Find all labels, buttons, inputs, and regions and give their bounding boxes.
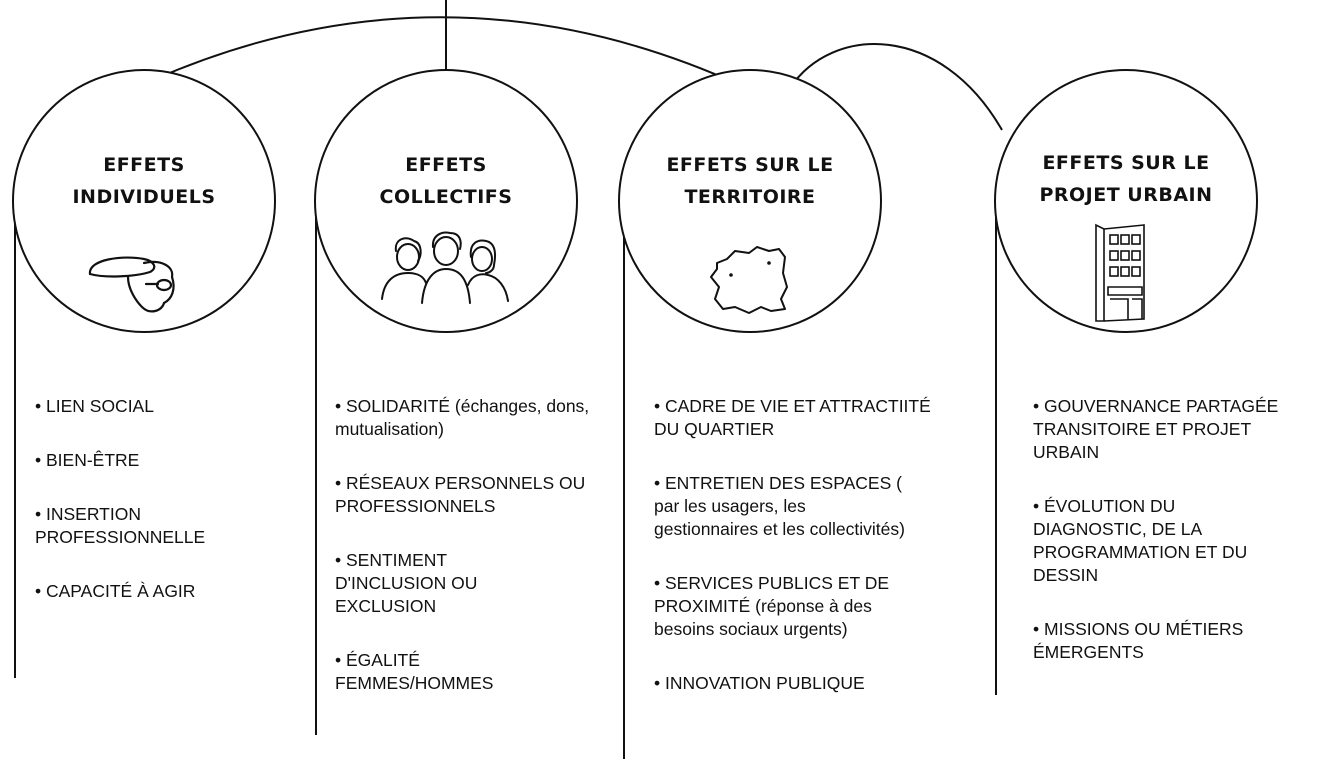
circle-effets-territoire: EFFETS SUR LE TERRITOIRE bbox=[618, 69, 882, 333]
list-item: LIEN SOCIAL bbox=[35, 395, 295, 418]
title-line-1: EFFETS bbox=[103, 154, 185, 176]
list-effets-territoire: CADRE DE VIE ET ATTRACTIITÉ DU QUARTIER … bbox=[654, 395, 944, 726]
circle-title: EFFETS SUR LE PROJET URBAIN bbox=[996, 147, 1256, 211]
list-item: SERVICES PUBLICS ET DE PROXIMITÉ (répons… bbox=[654, 572, 929, 641]
list-effets-collectifs: SOLIDARITÉ (échanges, dons, mutualisatio… bbox=[335, 395, 603, 726]
circle-effets-projet-urbain: EFFETS SUR LE PROJET URBAIN bbox=[994, 69, 1258, 333]
list-item: INSERTION PROFESSIONNELLE bbox=[35, 503, 235, 549]
list-item: ÉGALITÉ FEMMES/HOMMES bbox=[335, 649, 535, 695]
title-line-2: TERRITOIRE bbox=[684, 186, 816, 208]
list-item: BIEN-ÊTRE bbox=[35, 449, 295, 472]
circle-effets-collectifs: EFFETS COLLECTIFS bbox=[314, 69, 578, 333]
circle-effets-individuels: EFFETS INDIVIDUELS bbox=[12, 69, 276, 333]
title-line-2: COLLECTIFS bbox=[379, 186, 513, 208]
person-with-cap-icon bbox=[88, 256, 175, 313]
title-line-2: INDIVIDUELS bbox=[72, 186, 216, 208]
list-item: ÉVOLUTION DU DIAGNOSTIC, DE LA PROGRAMMA… bbox=[1033, 495, 1248, 587]
list-effets-projet-urbain: GOUVERNANCE PARTAGÉE TRANSITOIRE ET PROJ… bbox=[1033, 395, 1317, 695]
list-item: SOLIDARITÉ (échanges, dons, mutualisatio… bbox=[335, 395, 603, 441]
group-of-people-icon bbox=[381, 231, 509, 304]
list-item: GOUVERNANCE PARTAGÉE TRANSITOIRE ET PROJ… bbox=[1033, 395, 1315, 464]
circle-title: EFFETS INDIVIDUELS bbox=[14, 149, 274, 213]
territory-map-icon bbox=[710, 246, 788, 314]
list-item: ENTRETIEN DES ESPACES ( par les usagers,… bbox=[654, 472, 914, 541]
title-line-1: EFFETS SUR LE bbox=[666, 154, 834, 176]
list-item: MISSIONS OU MÉTIERS ÉMERGENTS bbox=[1033, 618, 1253, 664]
circle-title: EFFETS SUR LE TERRITOIRE bbox=[620, 149, 880, 213]
list-item: CAPACITÉ À AGIR bbox=[35, 580, 295, 603]
title-line-2: PROJET URBAIN bbox=[1039, 184, 1213, 206]
title-line-1: EFFETS bbox=[405, 154, 487, 176]
building-icon bbox=[1095, 223, 1145, 322]
list-item: CADRE DE VIE ET ATTRACTIITÉ DU QUARTIER bbox=[654, 395, 934, 441]
list-item: INNOVATION PUBLIQUE bbox=[654, 672, 944, 695]
circle-title: EFFETS COLLECTIFS bbox=[316, 149, 576, 213]
list-item: SENTIMENT D'INCLUSION OU EXCLUSION bbox=[335, 549, 515, 618]
list-effets-individuels: LIEN SOCIAL BIEN-ÊTRE INSERTION PROFESSI… bbox=[35, 395, 295, 634]
title-line-1: EFFETS SUR LE bbox=[1042, 152, 1210, 174]
right-arc bbox=[789, 43, 1003, 131]
list-item: RÉSEAUX PERSONNELS OU PROFESSIONNELS bbox=[335, 472, 603, 518]
